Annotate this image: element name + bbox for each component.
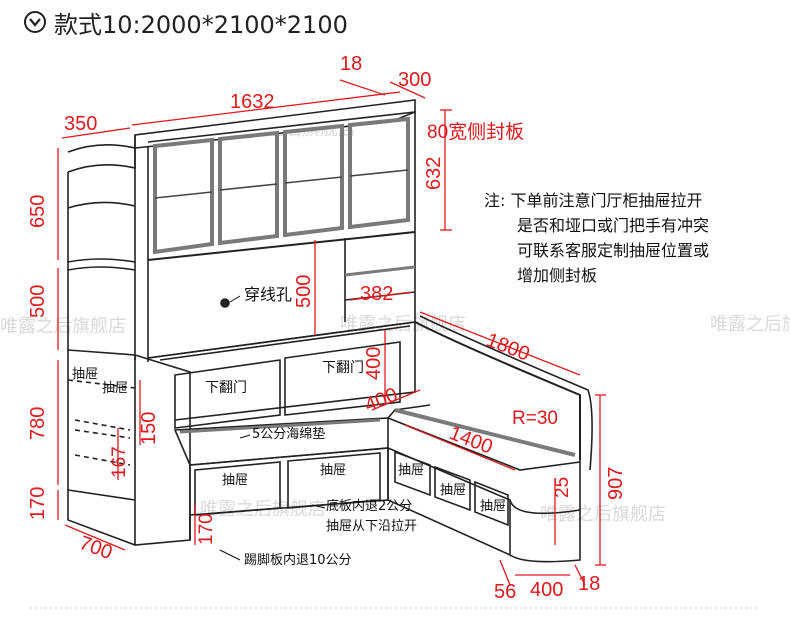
dim-170-mid: 170: [196, 513, 217, 545]
note-line: 是否和垭口或门把手有冲突: [517, 216, 710, 235]
dimension-lines: [57, 79, 606, 586]
sponge-label: 5公分海绵垫: [252, 426, 325, 442]
side-panel-label: 80宽侧封板: [427, 121, 524, 143]
flip-door-2: 下翻门: [322, 360, 364, 376]
watermark-3: 唯露之后旗舰店: [340, 314, 466, 335]
watermark-4: 唯露之后旗舰店: [710, 314, 790, 335]
dim-780: 780: [27, 407, 49, 440]
dim-167: 167: [109, 446, 130, 478]
dim-350: 350: [64, 113, 97, 135]
dim-300: 300: [398, 69, 431, 91]
order-note: 注: 下单前注意门厅柜抽屉拉开 是否和垭口或门把手有冲突 可联系客服定制抽屉位置…: [484, 188, 709, 288]
board-note-1: 底板内退2公分: [326, 498, 412, 514]
cabinet-outline: [67, 99, 593, 563]
dim-1400: 1400: [446, 422, 495, 458]
watermark-6: 唯露之后旗舰店: [540, 504, 666, 525]
dim-1632: 1632: [230, 91, 275, 113]
drawer-2: 抽屉: [320, 463, 346, 478]
kick-note: 踢脚板内退10公分: [244, 552, 352, 568]
dim-150: 150: [138, 412, 160, 445]
drawer-1: 抽屉: [222, 473, 248, 488]
part-labels: 穿线孔 抽屉 抽屉 下翻门 下翻门 5公分海绵垫 抽屉 抽屉 抽屉 抽屉 抽屉 …: [72, 285, 506, 568]
dim-907: 907: [605, 467, 627, 500]
flip-door-1: 下翻门: [205, 380, 247, 396]
dim-18-bottom: 18: [578, 573, 600, 595]
drawer-3: 抽屉: [398, 463, 424, 478]
leader-lines: [219, 295, 326, 561]
dim-25: 25: [552, 477, 573, 498]
board-note-2: 抽屉从下沿拉开: [326, 519, 417, 534]
dim-382: 382: [360, 283, 393, 305]
dim-r30: R=30: [512, 408, 558, 429]
dim-1800: 1800: [483, 329, 532, 365]
chevron-down-circle-icon: [24, 11, 46, 33]
cable-hole-label: 穿线孔: [244, 285, 292, 304]
watermark-2: 唯露之后旗舰店: [0, 316, 126, 337]
dim-56: 56: [494, 581, 516, 603]
note-line: 注: 下单前注意门厅柜抽屉拉开: [484, 191, 703, 210]
dim-170-left: 170: [27, 487, 49, 520]
note-line: 可联系客服定制抽屉位置或: [517, 241, 710, 260]
dim-650: 650: [27, 195, 49, 228]
drawer-small-2: 抽屉: [102, 381, 128, 396]
dim-700: 700: [76, 532, 115, 564]
dim-18-top: 18: [340, 53, 362, 75]
page-title: 款式10:2000*2100*2100: [54, 10, 348, 39]
note-line: 增加侧封板: [517, 266, 598, 285]
dim-500-mid: 500: [293, 275, 315, 308]
header: 款式10:2000*2100*2100: [24, 4, 348, 40]
dim-400-upper: 400: [363, 347, 385, 380]
drawer-5: 抽屉: [480, 499, 506, 514]
drawer-small-1: 抽屉: [72, 367, 98, 382]
drawer-4: 抽屉: [440, 483, 466, 498]
dim-400-bottom: 400: [530, 579, 563, 601]
dim-632: 632: [423, 157, 445, 190]
dim-500-left: 500: [27, 285, 49, 318]
